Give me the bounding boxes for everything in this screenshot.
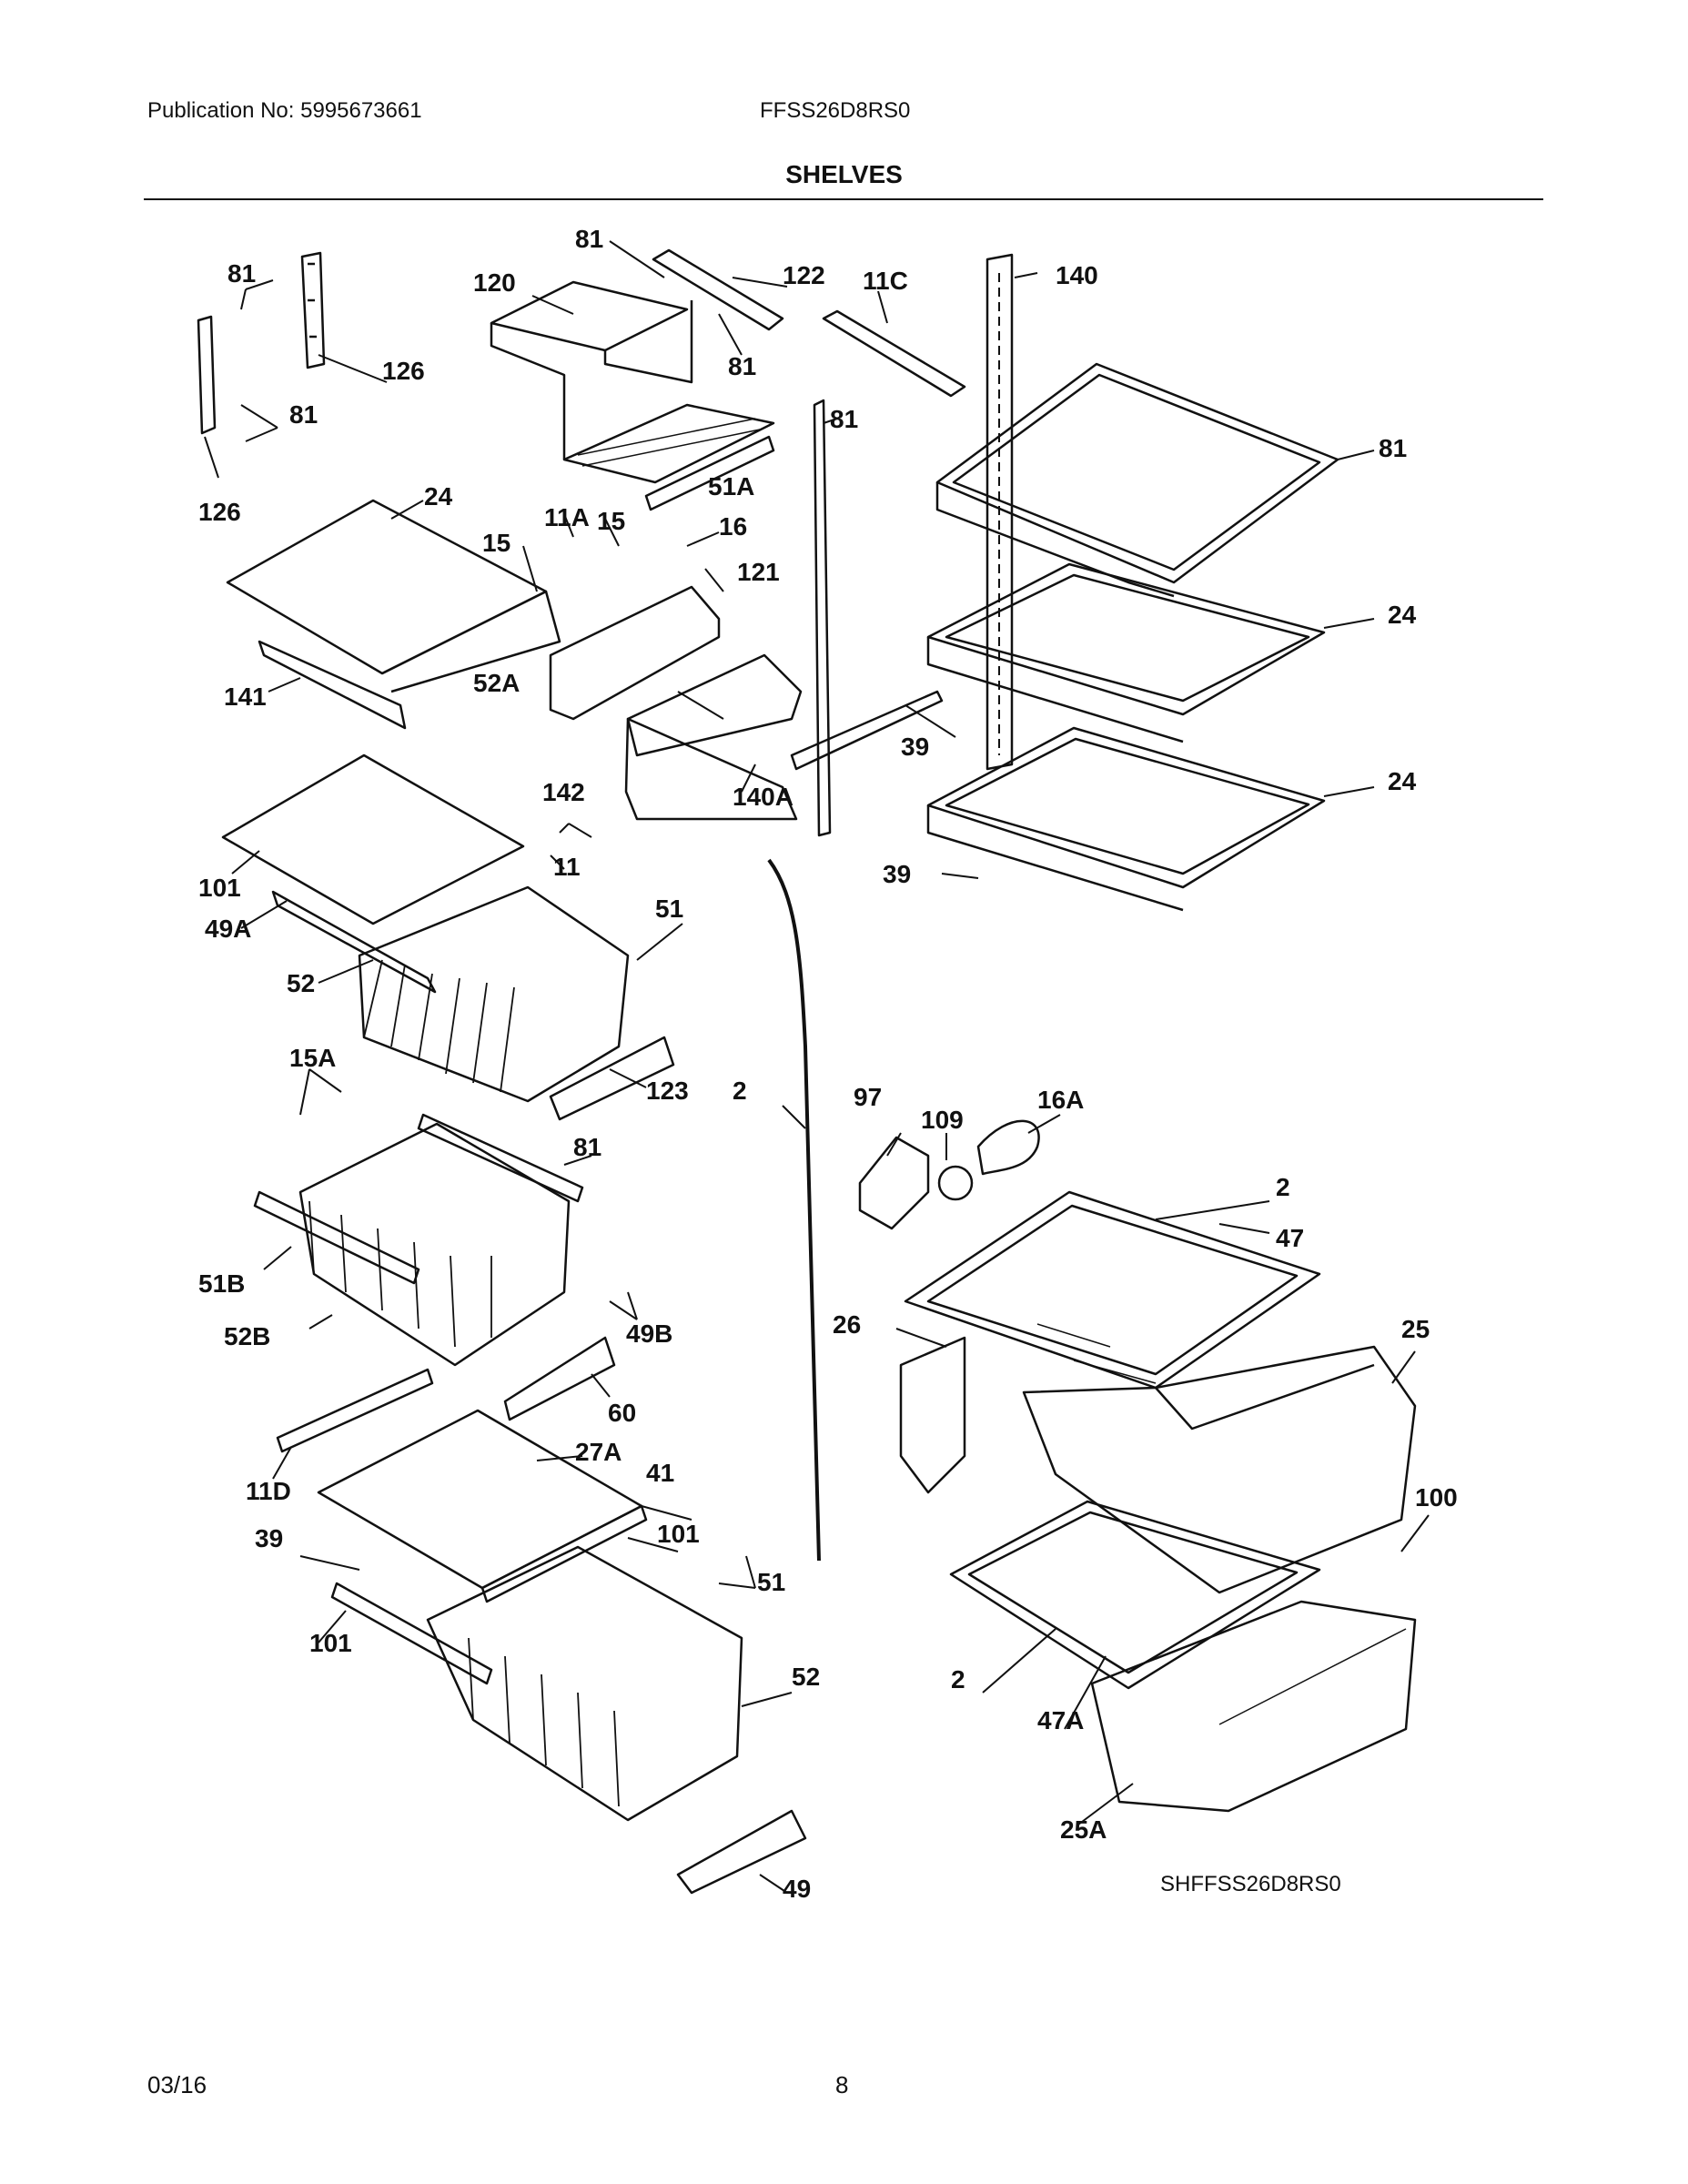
basket-49B bbox=[253, 1113, 616, 1421]
basket-49A bbox=[358, 885, 675, 1121]
callout-101-c: 51 bbox=[757, 1568, 785, 1596]
bracket-126-right bbox=[300, 251, 326, 369]
rail-140 bbox=[986, 253, 1014, 771]
shelf-11A bbox=[226, 499, 561, 730]
callout-121: 51A bbox=[708, 472, 754, 500]
housing-141 bbox=[549, 585, 721, 721]
callout-81-d: 81 bbox=[728, 352, 756, 380]
bracket-126-left bbox=[197, 315, 217, 435]
callout-47A: 2 bbox=[951, 1665, 965, 1694]
callout-51B: 81 bbox=[573, 1133, 601, 1161]
shelf-24-bottom bbox=[926, 726, 1326, 912]
callout-39-a: 52A bbox=[473, 669, 520, 697]
bar-140A bbox=[790, 690, 944, 771]
callout-11C: 11C bbox=[863, 267, 908, 295]
callout-52-a: 49A bbox=[205, 915, 251, 943]
callout-109: 97 bbox=[854, 1083, 882, 1111]
callout-41: 11D bbox=[246, 1477, 291, 1505]
diagram-code: SHFFSS26D8RS0 bbox=[1160, 1872, 1341, 1896]
callout-39-b: 52 bbox=[287, 969, 315, 997]
callout-16: 15 bbox=[597, 507, 625, 535]
callout-51-b: 101 bbox=[657, 1520, 700, 1548]
callout-81-e: 81 bbox=[830, 405, 858, 433]
callout-27: 25A bbox=[1060, 1815, 1107, 1844]
callout-15-b: 16 bbox=[719, 512, 747, 541]
callout-60: 49B bbox=[626, 1320, 672, 1348]
callout-24-c: 24 bbox=[1388, 767, 1417, 795]
callout-126-b: 126 bbox=[198, 498, 241, 526]
model-number: FFSS26D8RS0 bbox=[760, 98, 911, 123]
callout-123: 39 bbox=[883, 860, 911, 888]
socket-109 bbox=[858, 1136, 930, 1230]
basket-49 bbox=[330, 1545, 807, 1895]
callout-120: 120 bbox=[473, 268, 516, 297]
crisper-27 bbox=[1090, 1600, 1417, 1813]
callout-2-b: 60 bbox=[608, 1399, 636, 1427]
page-number: 8 bbox=[835, 2071, 849, 2098]
rail-11C bbox=[822, 309, 966, 398]
rail-122 bbox=[652, 248, 784, 331]
shelf-24-top bbox=[935, 362, 1339, 598]
callout-25A: 47A bbox=[1037, 1706, 1084, 1734]
strip-81 bbox=[813, 399, 832, 837]
tube-97 bbox=[767, 858, 821, 1562]
cover-142 bbox=[624, 717, 798, 821]
callout-81-b: 81 bbox=[289, 400, 318, 429]
socket-16A bbox=[937, 1165, 974, 1201]
callout-11D: 27A bbox=[575, 1438, 622, 1466]
callout-25: 47 bbox=[1276, 1224, 1304, 1252]
callout-101-a: 142 bbox=[542, 778, 585, 806]
callout-47: 2 bbox=[1276, 1173, 1290, 1201]
callout-51-a: 11 bbox=[553, 853, 581, 881]
callout-81-c: 81 bbox=[575, 225, 603, 253]
callout-27A: 100 bbox=[1415, 1483, 1458, 1512]
crisper-cover-25A bbox=[949, 1500, 1321, 1690]
strip-41 bbox=[276, 1368, 434, 1453]
callout-52B: 51B bbox=[198, 1269, 245, 1298]
footer-date: 03/16 bbox=[147, 2071, 207, 2098]
callout-24-a: 81 bbox=[1379, 434, 1407, 462]
crisper-cover-25 bbox=[904, 1190, 1321, 1390]
callout-39-c: 41 bbox=[646, 1459, 674, 1487]
callout-49A: 51 bbox=[655, 895, 683, 923]
cover-120 bbox=[490, 280, 775, 511]
callout-142: 140A bbox=[733, 783, 793, 811]
callout-26: 25 bbox=[1401, 1315, 1430, 1343]
callout-49: 52 bbox=[792, 1663, 820, 1691]
callout-52-b: 101 bbox=[309, 1629, 352, 1657]
callout-81-a: 81 bbox=[227, 259, 256, 288]
callout-15-a: 11A bbox=[544, 503, 590, 531]
callout-52A: 141 bbox=[224, 682, 267, 711]
bracket-100 bbox=[899, 1336, 966, 1494]
callout-126-a: 126 bbox=[382, 357, 425, 385]
callout-24-b: 24 bbox=[1388, 601, 1417, 629]
callout-2-c: 49 bbox=[783, 1875, 811, 1903]
callout-140A: 39 bbox=[901, 733, 929, 761]
title-rule bbox=[144, 198, 1543, 200]
page-title: SHELVES bbox=[785, 160, 903, 188]
callout-101-b: 39 bbox=[255, 1524, 283, 1552]
crisper-26 bbox=[1022, 1345, 1417, 1594]
callout-140: 140 bbox=[1056, 261, 1098, 289]
callout-16A: 109 bbox=[921, 1106, 964, 1134]
callout-51A: 15 bbox=[482, 529, 510, 557]
callout-81-f: 15A bbox=[289, 1044, 336, 1072]
callout-100: 26 bbox=[833, 1310, 861, 1339]
cover-142-top bbox=[626, 653, 803, 757]
shelf-11 bbox=[221, 753, 525, 994]
callout-49B: 52B bbox=[224, 1322, 270, 1350]
callout-97: 2 bbox=[733, 1077, 747, 1105]
callout-11A: 24 bbox=[424, 482, 453, 511]
callout-2-a: 123 bbox=[646, 1077, 689, 1105]
publication-number: Publication No: 5995673661 bbox=[147, 98, 422, 123]
callout-122: 122 bbox=[783, 261, 825, 289]
callout-11: 101 bbox=[198, 874, 241, 902]
callout-15A: 16A bbox=[1037, 1086, 1084, 1114]
shelf-24-middle bbox=[926, 562, 1326, 743]
callout-141: 121 bbox=[737, 558, 780, 586]
bulb-15A bbox=[976, 1119, 1040, 1176]
